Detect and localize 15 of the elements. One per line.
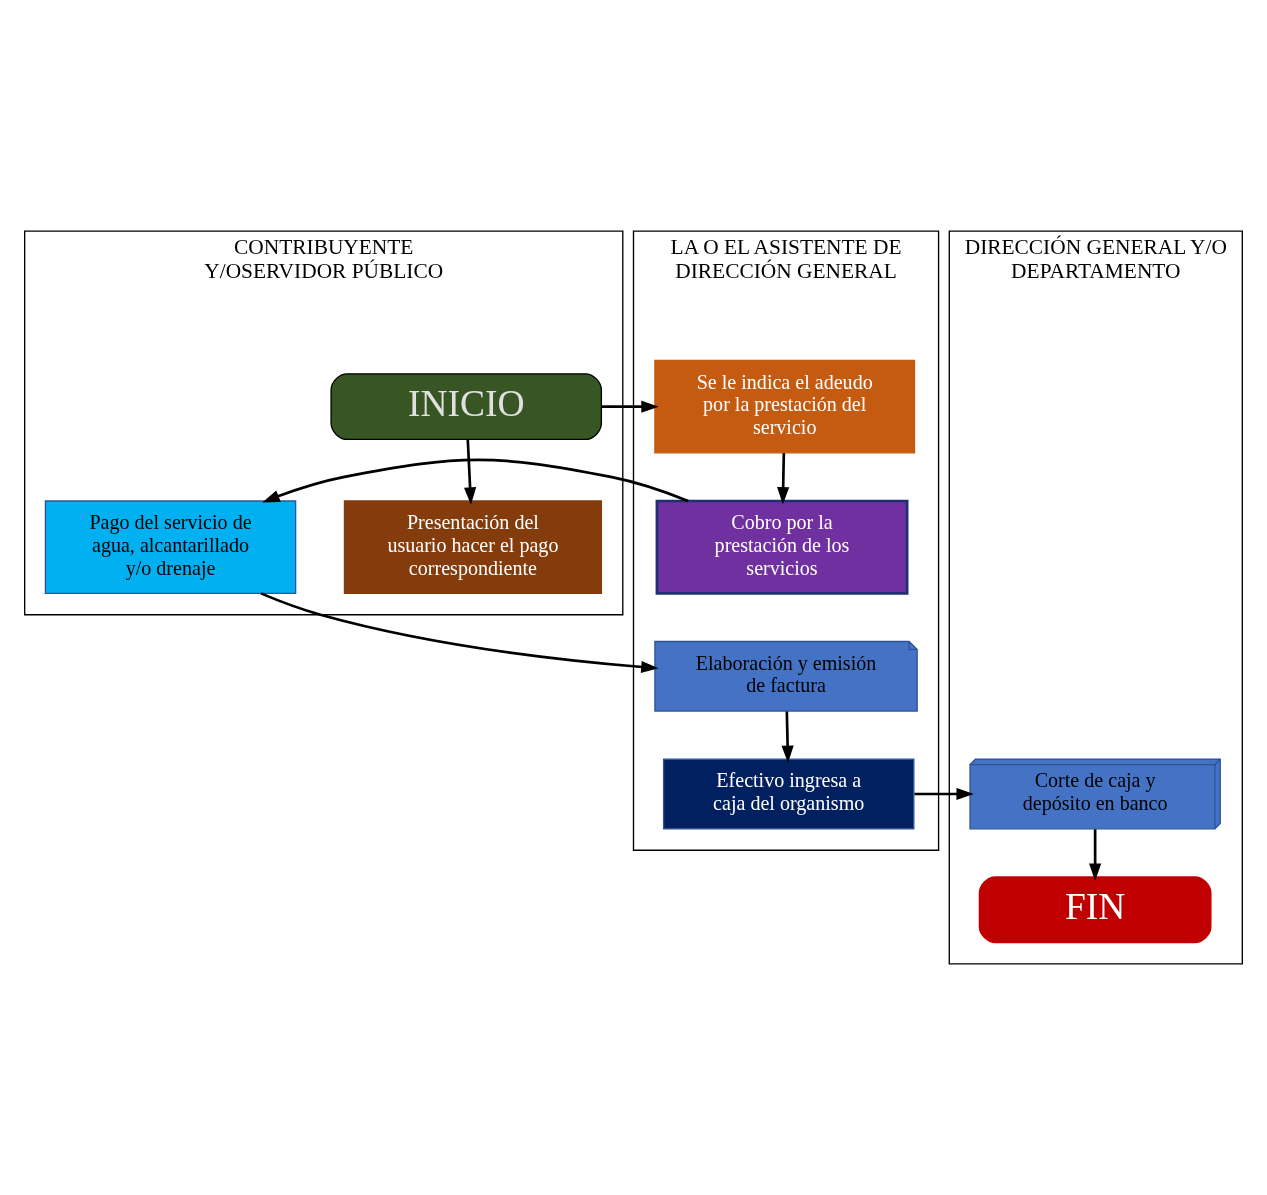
arrow	[1089, 829, 1102, 881]
node-box: Cobro por la prestación de los servicios	[655, 499, 909, 595]
node-box: INICIO	[330, 373, 603, 441]
node-box: Pago del servicio de agua, alcantarillado y/o drenaje	[44, 500, 297, 594]
arrow	[914, 787, 974, 801]
node-box: Presentación del usuario hacer el pago correspondiente	[343, 500, 603, 594]
arrow	[777, 453, 790, 505]
node-box: FIN	[978, 876, 1212, 944]
node-box: Efectivo ingresa a caja del organismo	[662, 758, 915, 830]
arrow	[601, 400, 659, 413]
arrow	[781, 711, 794, 764]
node-box: Se le indica el adeudo por la prestación del servicio	[654, 359, 916, 454]
arrow	[260, 592, 659, 674]
arrow	[464, 439, 477, 505]
arrow	[262, 458, 689, 503]
